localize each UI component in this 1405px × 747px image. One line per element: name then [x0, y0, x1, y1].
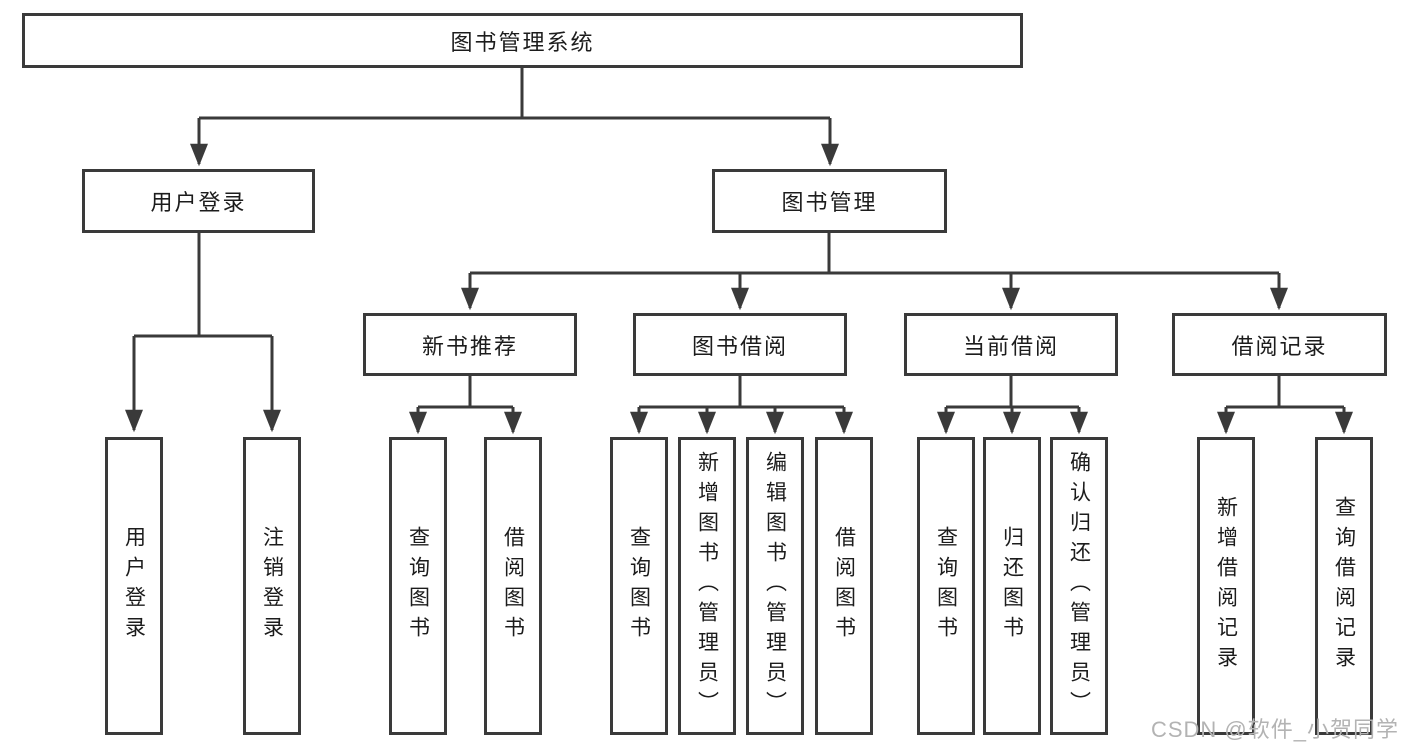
leaf-edit-books-admin-label: 编辑图书（管理员） [763, 451, 787, 721]
leaf-query-books-recommend: 查询图书 [389, 437, 447, 735]
leaf-query-borrow-record: 查询借阅记录 [1315, 437, 1373, 735]
leaf-add-books-admin-label: 新增图书（管理员） [695, 451, 719, 721]
leaf-edit-books-admin: 编辑图书（管理员） [746, 437, 804, 735]
leaf-borrow-books-recommend-label: 借阅图书 [501, 526, 525, 646]
node-book-management: 图书管理 [712, 169, 947, 233]
leaf-add-borrow-record: 新增借阅记录 [1197, 437, 1255, 735]
node-root-label: 图书管理系统 [450, 29, 595, 55]
leaf-confirm-return-admin: 确认归还（管理员） [1050, 437, 1108, 735]
leaf-query-borrow-record-label: 查询借阅记录 [1332, 496, 1356, 676]
node-borrow-records: 借阅记录 [1172, 313, 1387, 376]
leaf-add-borrow-record-label: 新增借阅记录 [1214, 496, 1238, 676]
leaf-borrow-books-label: 借阅图书 [832, 526, 856, 646]
leaf-borrow-books: 借阅图书 [815, 437, 873, 735]
node-current-borrow: 当前借阅 [904, 313, 1118, 376]
leaf-logout: 注销登录 [243, 437, 301, 735]
leaf-logout-label: 注销登录 [260, 526, 284, 646]
leaf-add-books-admin: 新增图书（管理员） [678, 437, 736, 735]
node-current-borrow-label: 当前借阅 [962, 333, 1059, 359]
node-user-login-label: 用户登录 [150, 190, 247, 215]
node-book-borrow: 图书借阅 [633, 313, 847, 376]
leaf-query-books-borrow: 查询图书 [610, 437, 668, 735]
leaf-query-books-recommend-label: 查询图书 [406, 526, 430, 646]
leaf-user-login: 用户登录 [105, 437, 163, 735]
leaf-user-login-label: 用户登录 [122, 526, 146, 646]
node-user-login: 用户登录 [82, 169, 315, 233]
leaf-query-books-current-label: 查询图书 [934, 526, 958, 646]
leaf-return-books: 归还图书 [983, 437, 1041, 735]
leaf-borrow-books-recommend: 借阅图书 [484, 437, 542, 735]
node-root: 图书管理系统 [22, 13, 1023, 68]
node-book-management-label: 图书管理 [781, 190, 878, 215]
leaf-return-books-label: 归还图书 [1000, 526, 1024, 646]
node-borrow-records-label: 借阅记录 [1231, 333, 1328, 359]
node-book-borrow-label: 图书借阅 [691, 333, 788, 359]
node-new-book-recommend: 新书推荐 [363, 313, 577, 376]
node-new-book-recommend-label: 新书推荐 [421, 333, 518, 359]
leaf-query-books-borrow-label: 查询图书 [627, 526, 651, 646]
leaf-confirm-return-admin-label: 确认归还（管理员） [1067, 451, 1091, 721]
leaf-query-books-current: 查询图书 [917, 437, 975, 735]
